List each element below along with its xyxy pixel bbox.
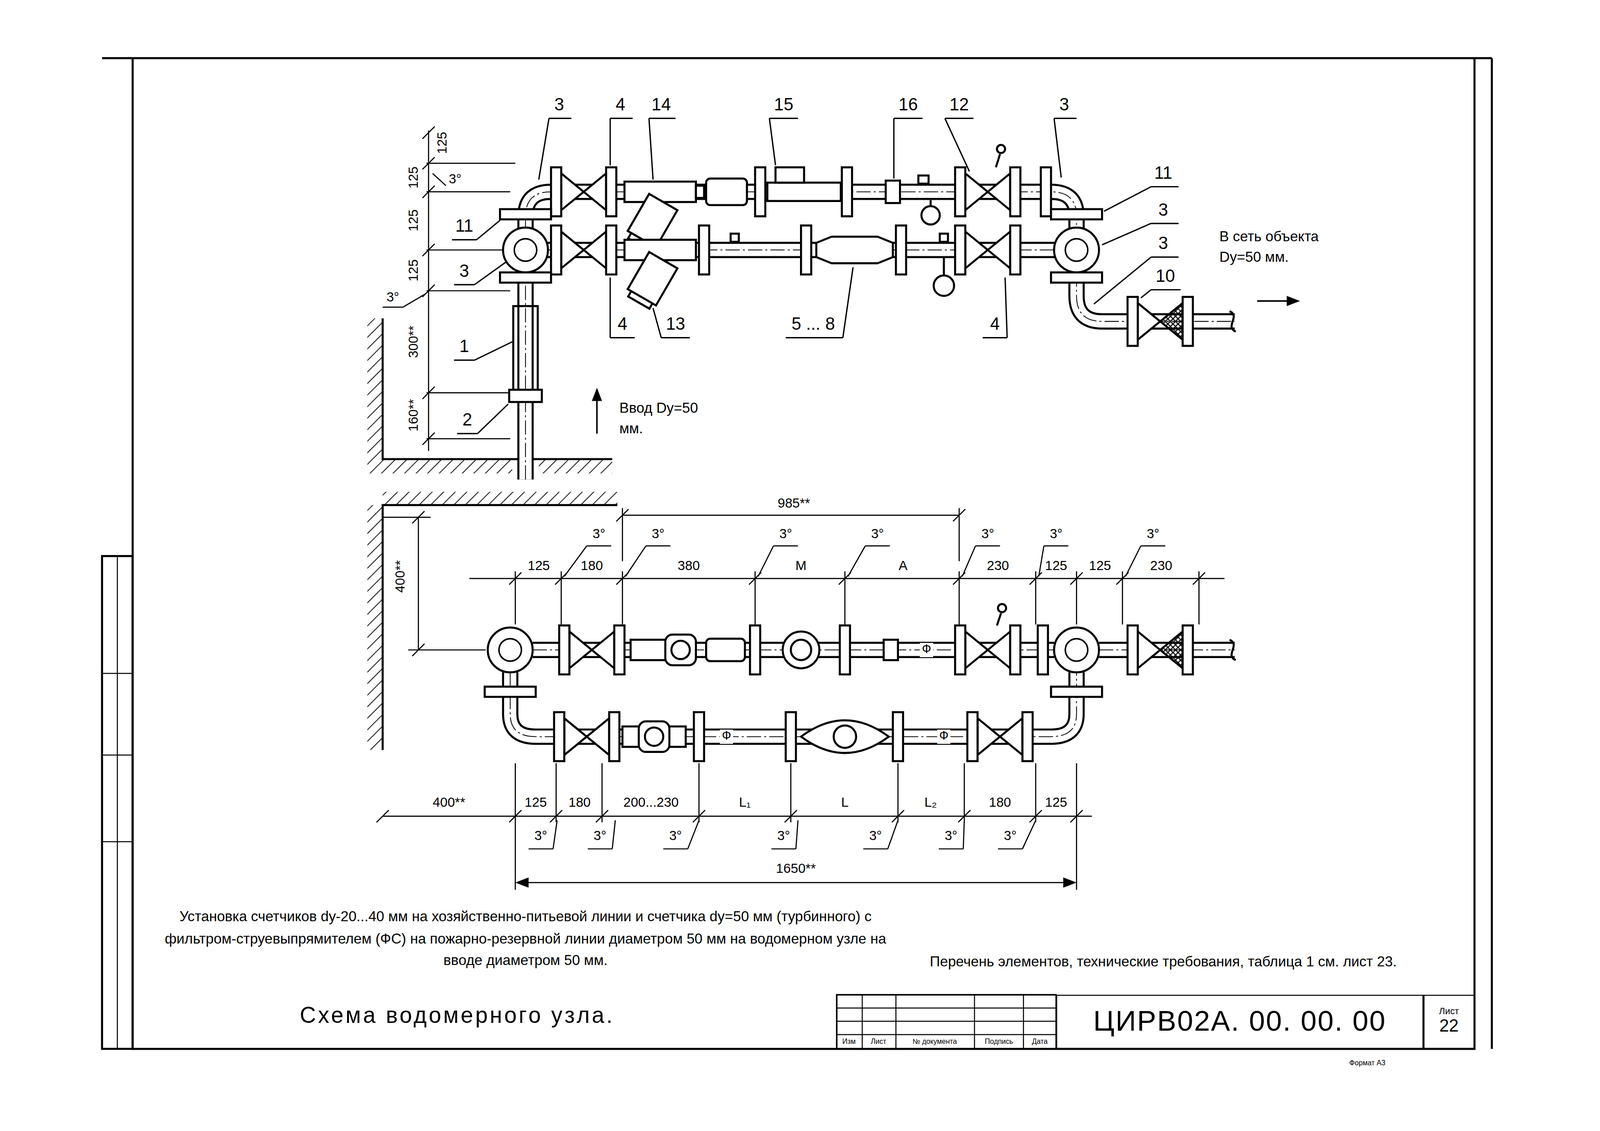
drawing-title: Схема водомерного узла.	[297, 1002, 617, 1029]
callout-number: 3	[1156, 233, 1170, 255]
dimension-label: 3°	[532, 829, 550, 845]
callout-number: 3	[1156, 200, 1170, 221]
symbol-label: Ф	[919, 643, 934, 658]
callout-number: 12	[947, 95, 971, 116]
dimension-label: L	[839, 795, 851, 811]
dimension-label: 1650**	[774, 861, 818, 877]
dimension-label: 3°	[1001, 829, 1019, 845]
sheet-number: 22	[1435, 1017, 1463, 1037]
callout-number: 3	[552, 95, 567, 116]
dimension-label: 125	[435, 129, 451, 156]
callout-number: 11	[1152, 163, 1175, 184]
dimension-label: 125	[1043, 558, 1070, 574]
flow-note: В сеть объекта Dy=50 мм.	[1217, 227, 1346, 268]
symbol-label: Ф	[937, 729, 951, 744]
title-block-label: Лист	[868, 1037, 889, 1046]
sheet-number-cell: Лист22	[1423, 994, 1475, 1050]
dimension-label: 3°	[1144, 527, 1162, 543]
dimension-label: 125	[1043, 795, 1070, 811]
dimension-label: 400**	[393, 558, 409, 595]
dimension-label: 400**	[430, 795, 468, 811]
callout-number: 2	[460, 410, 475, 431]
title-block-label: Изм	[840, 1037, 858, 1046]
callout-number: 14	[649, 95, 673, 116]
callout-number: 16	[896, 95, 920, 116]
callout-number: 4	[613, 95, 628, 116]
document-code-cell: ЦИРВ02А. 00. 00. 00	[1056, 994, 1424, 1050]
dimension-label: А	[896, 558, 910, 574]
sheet-caption: Лист	[1434, 1007, 1464, 1018]
dimension-label: 3°	[942, 829, 960, 845]
dimension-label: 3°	[384, 290, 402, 306]
dimension-label: 3°	[1047, 527, 1065, 543]
dimension-label: 300**	[406, 323, 422, 360]
callout-number: 5 ... 8	[789, 314, 837, 335]
reference-note: Перечень элементов, технические требован…	[927, 952, 1399, 970]
callout-number: 4	[987, 314, 1002, 335]
dimension-label: L₁	[737, 795, 754, 811]
dimension-label: 3°	[775, 829, 793, 845]
dimension-label: 125	[406, 164, 422, 192]
dimension-label: 125	[525, 558, 553, 574]
flow-note: Ввод Dy=50 мм.	[617, 398, 706, 439]
drawing-caption: Установка счетчиков dy-20...40 мм на хоз…	[155, 906, 895, 973]
dimension-label: 380	[675, 558, 702, 574]
dimension-label: 3°	[590, 527, 608, 543]
dimension-label: 180	[987, 795, 1014, 811]
dimension-label: 180	[578, 558, 606, 574]
document-code: ЦИРВ02А. 00. 00. 00	[1089, 1006, 1391, 1038]
dimension-label: 125	[522, 795, 550, 811]
dimension-label: 125	[1086, 558, 1114, 574]
symbol-label: Ф	[719, 729, 733, 744]
dimension-label: 3°	[649, 527, 667, 543]
dimension-label: 180	[566, 795, 593, 811]
title-block-label: Подпись	[982, 1037, 1016, 1046]
dimension-label: 3°	[591, 829, 609, 845]
dimension-label: 3°	[667, 829, 685, 845]
dimension-label: 125	[406, 207, 422, 234]
callout-number: 3	[1057, 95, 1071, 116]
callout-number: 13	[663, 314, 687, 335]
dimension-label: 200...230	[621, 795, 681, 811]
dimension-label: 3°	[777, 527, 795, 543]
dimension-label: 3°	[979, 527, 997, 543]
dimension-label: 160**	[406, 396, 422, 434]
dimension-label: 985**	[775, 496, 813, 512]
format-label: Формат А3	[1347, 1059, 1388, 1068]
callout-number: 1	[457, 337, 472, 358]
callout-number: 10	[1153, 266, 1177, 287]
title-block-label: № документа	[910, 1037, 959, 1046]
title-block-label: Дата	[1029, 1037, 1050, 1046]
dimension-label: 3°	[869, 527, 887, 543]
dimension-label: L₂	[922, 795, 939, 811]
dimension-label: 3°	[867, 829, 884, 845]
dimension-label: М	[793, 558, 809, 574]
callout-number: 15	[772, 95, 796, 116]
callout-number: 3	[457, 261, 472, 282]
dimension-label: 230	[984, 558, 1012, 574]
dimension-label: 230	[1148, 558, 1175, 574]
dimension-label: 125	[406, 257, 422, 284]
dimension-label: 3°	[446, 171, 464, 188]
callout-number: 4	[615, 314, 630, 335]
callout-number: 11	[453, 216, 476, 237]
